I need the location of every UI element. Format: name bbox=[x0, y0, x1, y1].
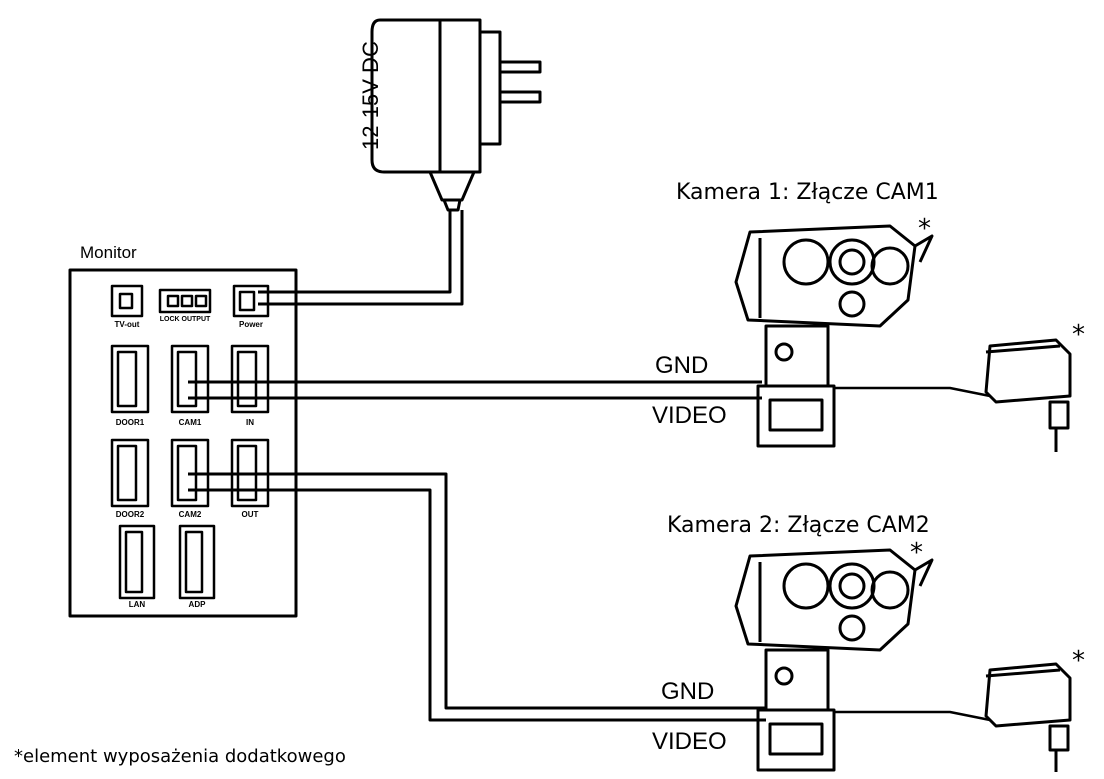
port-label-door1: DOOR1 bbox=[115, 418, 145, 427]
port-label-cam1: CAM1 bbox=[178, 418, 202, 427]
camera1-adapter-star: * bbox=[1072, 320, 1085, 350]
camera2-video-label: VIDEO bbox=[652, 728, 727, 755]
camera1-gnd-label: GND bbox=[655, 352, 709, 379]
camera2-icon bbox=[734, 548, 934, 772]
monitor-connectors bbox=[110, 284, 270, 600]
camera1-icon bbox=[734, 224, 934, 448]
camera2-star: * bbox=[910, 538, 923, 568]
camera1-power-cable bbox=[834, 386, 991, 398]
cam1-cable bbox=[188, 380, 762, 400]
port-label-tv-out: TV-out bbox=[114, 320, 140, 329]
camera1-star: * bbox=[918, 214, 931, 244]
port-label-out: OUT bbox=[241, 510, 259, 519]
port-label-door2: DOOR2 bbox=[115, 510, 145, 519]
port-label-adp: ADP bbox=[188, 600, 206, 609]
monitor-title: Monitor bbox=[80, 243, 137, 262]
port-label-lan: LAN bbox=[128, 600, 146, 609]
camera2-gnd-label: GND bbox=[661, 678, 715, 705]
camera2-power-cable bbox=[834, 710, 991, 722]
cam2-cable bbox=[188, 472, 766, 722]
camera1-adapter-icon bbox=[984, 338, 1072, 452]
camera2-adapter-icon bbox=[984, 662, 1072, 772]
power-adapter-icon bbox=[370, 18, 542, 212]
port-label-in: IN bbox=[246, 418, 254, 427]
camera1-video-label: VIDEO bbox=[652, 402, 727, 429]
power-supply-label: 12-15V DC bbox=[358, 41, 383, 150]
monitor-box bbox=[68, 268, 298, 618]
camera1-title: Kamera 1: Złącze CAM1 bbox=[676, 180, 939, 205]
footnote: *element wyposażenia dodatkowego bbox=[14, 746, 346, 767]
port-label-lock-output: LOCK OUTPUT bbox=[159, 316, 211, 323]
port-label-power: Power bbox=[238, 320, 263, 329]
camera2-adapter-star: * bbox=[1072, 646, 1085, 676]
power-cable bbox=[258, 210, 464, 306]
camera2-title: Kamera 2: Złącze CAM2 bbox=[667, 513, 930, 538]
port-label-cam2: CAM2 bbox=[178, 510, 202, 519]
